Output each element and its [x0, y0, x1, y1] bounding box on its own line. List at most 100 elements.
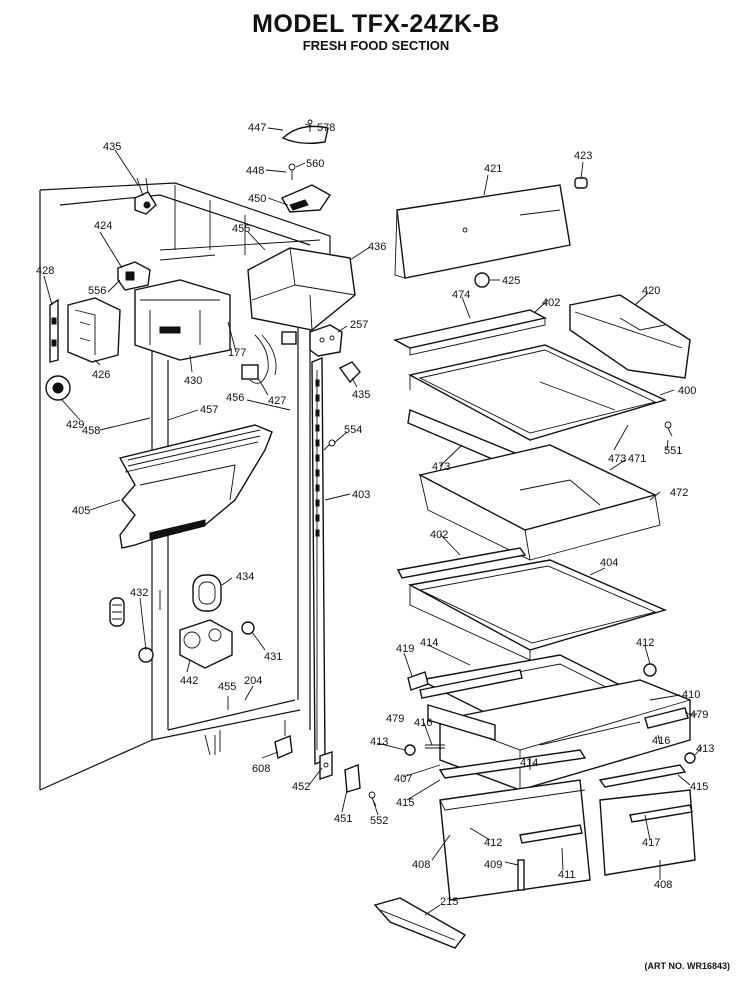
- callout-551: 551: [664, 445, 682, 457]
- callout-479: 479: [386, 713, 404, 725]
- wire-harness-427: [241, 331, 297, 384]
- callout-474: 474: [452, 289, 470, 301]
- glass-shelf-404: [407, 559, 668, 661]
- knob-429: [45, 375, 71, 401]
- callout-471: 471: [628, 453, 646, 465]
- screw-552: [368, 791, 377, 807]
- callout-455: 455: [232, 223, 250, 235]
- page-title: MODEL TFX-24ZK-B: [252, 10, 500, 38]
- callout-402: 402: [542, 297, 560, 309]
- callout-447: 447: [248, 122, 266, 134]
- crisper-drawer-408-left: [439, 779, 591, 901]
- callout-434: 434: [236, 571, 254, 583]
- callout-412: 412: [636, 637, 654, 649]
- callout-426: 426: [92, 369, 110, 381]
- callout-451: 451: [334, 813, 352, 825]
- nut-431: [241, 621, 255, 635]
- callout-435b: 435: [352, 389, 370, 401]
- callout-labels: 447 578 448 560 450 435 424 455 436 421 …: [36, 122, 714, 908]
- callout-408b: 408: [654, 879, 672, 891]
- shelf-rail-402: [396, 547, 527, 579]
- roller-479-right: [644, 707, 689, 729]
- egg-tray-215: [373, 897, 467, 949]
- callout-429: 429: [66, 419, 84, 431]
- meat-pan-cover-405: [118, 424, 273, 549]
- bracket-428: [49, 298, 59, 363]
- callout-424: 424: [94, 220, 112, 232]
- callout-215: 215: [440, 896, 458, 908]
- terminal-block-257: [309, 324, 343, 357]
- button-423: [574, 177, 588, 189]
- callout-423: 423: [574, 150, 592, 162]
- pan-472: [418, 444, 661, 561]
- callout-560: 560: [306, 158, 324, 170]
- callout-608: 608: [252, 763, 270, 775]
- callout-554: 554: [344, 424, 362, 436]
- light-socket-435: [338, 361, 361, 384]
- drain-trough-432: [109, 597, 154, 663]
- dairy-bin-420: [569, 294, 691, 379]
- rail-414: [419, 669, 523, 699]
- grommet-412: [643, 663, 657, 677]
- bracket-452: [319, 751, 333, 780]
- callout-473b: 473: [432, 461, 450, 473]
- callout-479b: 479: [690, 709, 708, 721]
- control-panel-430: [134, 279, 231, 361]
- callout-407: 407: [394, 773, 412, 785]
- rail-419: [407, 671, 429, 691]
- callout-411: 411: [558, 869, 576, 881]
- callout-414b: 414: [520, 757, 538, 769]
- callout-436: 436: [368, 241, 386, 253]
- callout-416: 416: [414, 717, 432, 729]
- callout-452: 452: [292, 781, 310, 793]
- callout-403: 403: [352, 489, 370, 501]
- leader-lines: [43, 123, 703, 916]
- callout-456: 456: [226, 392, 244, 404]
- knob-425: [474, 272, 490, 288]
- callout-430: 430: [184, 375, 202, 387]
- callout-578: 578: [317, 122, 335, 134]
- pin-416: [425, 744, 445, 749]
- callout-472: 472: [670, 487, 688, 499]
- callout-442: 442: [180, 675, 198, 687]
- callout-410: 410: [682, 689, 700, 701]
- gasket-434: [192, 574, 222, 612]
- callout-413b: 413: [696, 743, 714, 755]
- hinge-608: [274, 720, 293, 759]
- thermostat-448: [281, 163, 332, 213]
- bracket-426: [67, 297, 121, 363]
- shelf-rail-474: [393, 309, 547, 356]
- callout-402b: 402: [430, 529, 448, 541]
- callout-427: 427: [268, 395, 286, 407]
- callout-556: 556: [88, 285, 106, 297]
- callout-404: 404: [600, 557, 618, 569]
- callout-435: 435: [103, 141, 121, 153]
- hinge-451: [344, 764, 361, 793]
- shelf-ladder-rail: [311, 356, 326, 766]
- callout-177: 177: [228, 347, 246, 359]
- callout-400: 400: [678, 385, 696, 397]
- crisper-drawer-408-right: [599, 789, 696, 876]
- callout-257: 257: [350, 319, 368, 331]
- callout-409: 409: [484, 859, 502, 871]
- screw-551: [664, 421, 673, 437]
- callout-405: 405: [72, 505, 90, 517]
- callout-473: 473: [608, 453, 626, 465]
- callout-448: 448: [246, 165, 264, 177]
- callout-413: 413: [370, 736, 388, 748]
- trim-cover-421: [394, 184, 571, 279]
- callout-419: 419: [396, 643, 414, 655]
- bulb-435: [134, 177, 157, 215]
- page-subtitle: FRESH FOOD SECTION: [302, 38, 450, 53]
- art-number: (ART NO. WR16843): [644, 961, 730, 971]
- callout-417: 417: [642, 837, 660, 849]
- roller-479-left: [427, 704, 496, 741]
- callout-414: 414: [420, 637, 438, 649]
- slide-415: [438, 749, 687, 788]
- callout-415b: 415: [690, 781, 708, 793]
- glass-shelf-400: [408, 344, 667, 441]
- callout-412b: 412: [484, 837, 502, 849]
- callout-457: 457: [200, 404, 218, 416]
- light-shield-447: [281, 119, 329, 145]
